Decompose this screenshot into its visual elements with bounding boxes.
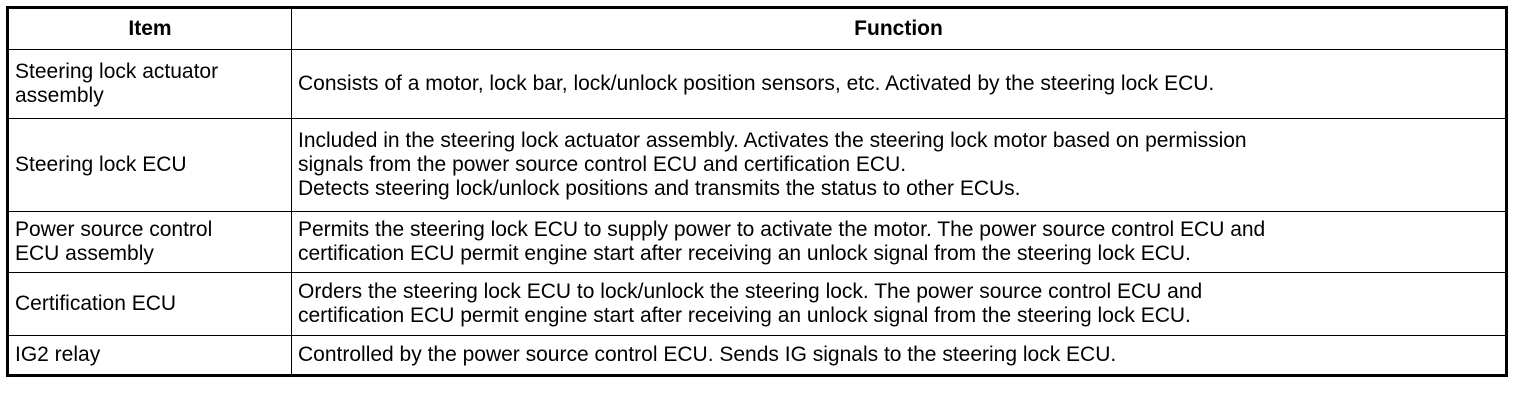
item-text: ECU assembly <box>15 242 154 265</box>
column-header-function: Function <box>291 7 1507 50</box>
function-text: signals from the power source control EC… <box>298 153 907 176</box>
function-cell: Included in the steering lock actuator a… <box>291 118 1507 212</box>
function-text: Detects steering lock/unlock positions a… <box>298 177 1021 200</box>
function-text: Controlled by the power source control E… <box>298 343 1117 366</box>
item-cell: IG2 relay <box>7 335 292 376</box>
table-row: Steering lock actuator assembly Consists… <box>7 49 1507 119</box>
document-page: Item Function Steering lock actuator ass… <box>6 6 1508 377</box>
function-text: certification ECU permit engine start af… <box>298 304 1191 327</box>
item-text: Certification ECU <box>15 292 177 315</box>
item-cell: Certification ECU <box>7 272 292 336</box>
function-cell: Controlled by the power source control E… <box>291 335 1507 376</box>
item-cell: Steering lock actuator assembly <box>7 49 292 119</box>
function-cell: Orders the steering lock ECU to lock/unl… <box>291 272 1507 336</box>
table-row: Power source control ECU assembly Permit… <box>7 211 1507 273</box>
function-text: Included in the steering lock actuator a… <box>298 129 1247 152</box>
table-row: Steering lock ECU Included in the steeri… <box>7 118 1507 212</box>
item-text: Power source control <box>15 218 213 241</box>
function-cell: Permits the steering lock ECU to supply … <box>291 211 1507 273</box>
table-row: IG2 relay Controlled by the power source… <box>7 335 1507 376</box>
item-text: IG2 relay <box>15 343 101 366</box>
component-function-table: Item Function Steering lock actuator ass… <box>6 6 1508 377</box>
function-text: certification ECU permit engine start af… <box>298 242 1191 265</box>
function-text: Permits the steering lock ECU to supply … <box>298 218 1266 241</box>
item-cell: Power source control ECU assembly <box>7 211 292 273</box>
item-cell: Steering lock ECU <box>7 118 292 212</box>
function-text: Consists of a motor, lock bar, lock/unlo… <box>298 72 1215 95</box>
item-text: Steering lock actuator <box>15 60 219 83</box>
item-text: Steering lock ECU <box>15 153 187 176</box>
function-cell: Consists of a motor, lock bar, lock/unlo… <box>291 49 1507 119</box>
function-text: Orders the steering lock ECU to lock/unl… <box>298 280 1203 303</box>
column-header-item: Item <box>7 7 292 50</box>
table-header-row: Item Function <box>7 7 1507 50</box>
item-text: assembly <box>15 84 104 107</box>
table-row: Certification ECU Orders the steering lo… <box>7 272 1507 336</box>
